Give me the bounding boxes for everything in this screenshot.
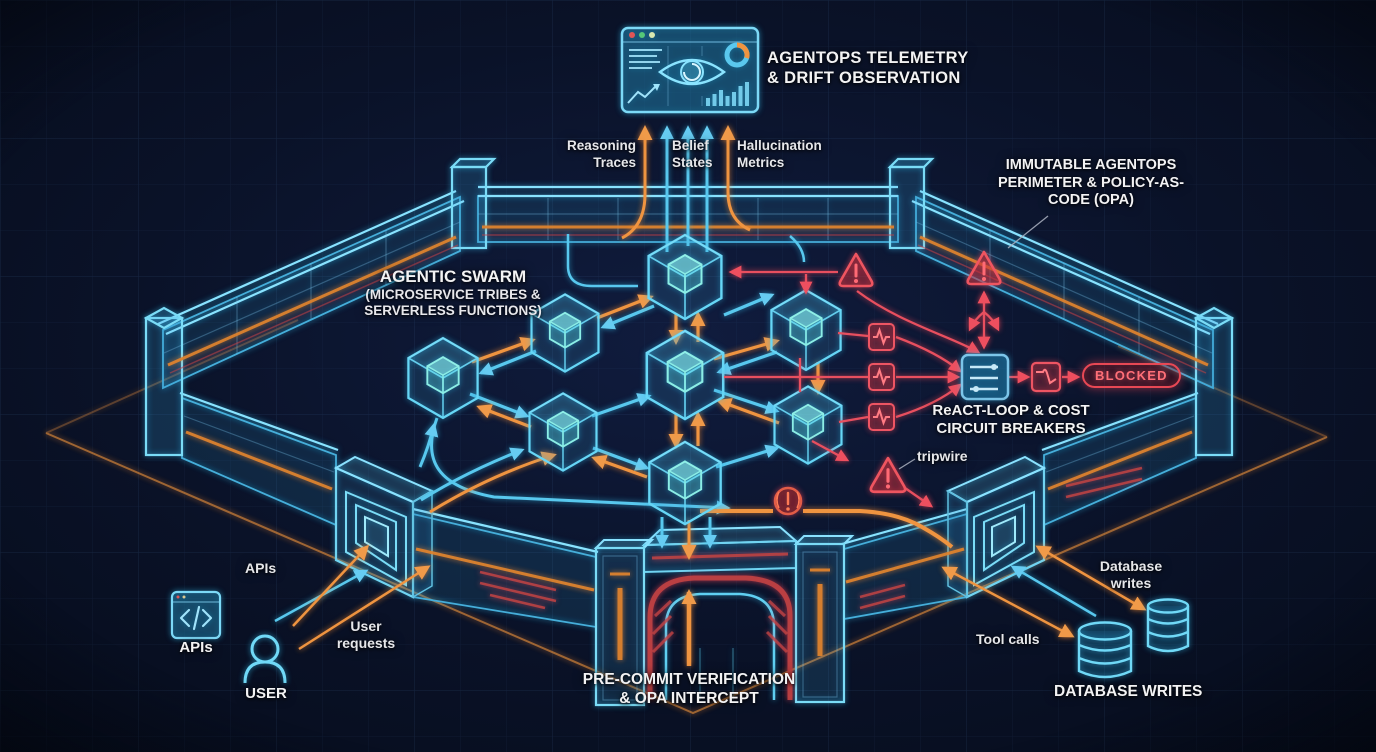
user-requests-line1: User [350,618,382,634]
db-writes-line2: writes [1110,575,1152,591]
swarm-line2: (MICROSERVICE TRIBES & [365,287,541,302]
telemetry-line1: AGENTOPS TELEMETRY [767,49,969,67]
breakers-line2: CIRCUIT BREAKERS [936,420,1086,437]
label-apis-wire: APIs [245,560,277,576]
label-breakers: ReACT-LOOP & COST CIRCUIT BREAKERS [917,402,1105,438]
db-writes-line1: Database [1099,558,1163,574]
label-swarm: AGENTIC SWARM (MICROSERVICE TRIBES & SER… [347,266,559,319]
precommit-line1: PRE-COMMIT VERIFICATION [582,671,796,688]
precommit-line2: & OPA INTERCEPT [619,690,759,707]
perimeter-line2: PERIMETER & POLICY-AS- [997,174,1185,191]
label-database-writes-wire: Database writes [1088,558,1174,592]
label-database-writes: DATABASE WRITES [1054,683,1203,700]
label-tool-calls: Tool calls [976,631,1040,647]
blocked-badge: BLOCKED [1082,363,1181,388]
label-precommit: PRE-COMMIT VERIFICATION & OPA INTERCEPT [575,670,803,708]
label-wire-belief: Belief States [672,137,713,171]
perimeter-line1: IMMUTABLE AGENTOPS [1005,157,1177,173]
label-user-requests: User requests [324,618,408,652]
swarm-line3: SERVERLESS FUNCTIONS) [364,303,542,318]
perimeter-line3: CODE (OPA) [1048,192,1134,208]
reasoning-line2: Traces [593,155,636,170]
breakers-line1: ReACT-LOOP & COST [932,402,1090,419]
label-apis-icon: APIs [179,639,213,656]
reasoning-line1: Reasoning [566,138,636,153]
label-user-icon: USER [245,685,287,702]
swarm-line1: AGENTIC SWARM [379,267,527,286]
belief-line1: Belief [672,138,709,153]
belief-line2: States [672,155,713,170]
label-wire-reasoning: Reasoning Traces [540,137,636,171]
label-perimeter: IMMUTABLE AGENTOPS PERIMETER & POLICY-AS… [972,157,1210,210]
telemetry-line2: & DRIFT OBSERVATION [767,68,961,87]
hallucination-line2: Metrics [737,155,785,170]
label-tripwire: tripwire [917,448,968,464]
label-telemetry: AGENTOPS TELEMETRY & DRIFT OBSERVATION [767,49,969,88]
hallucination-line1: Hallucination [737,138,822,153]
label-wire-hallucination: Hallucination Metrics [737,137,822,171]
user-requests-line2: requests [336,635,396,651]
